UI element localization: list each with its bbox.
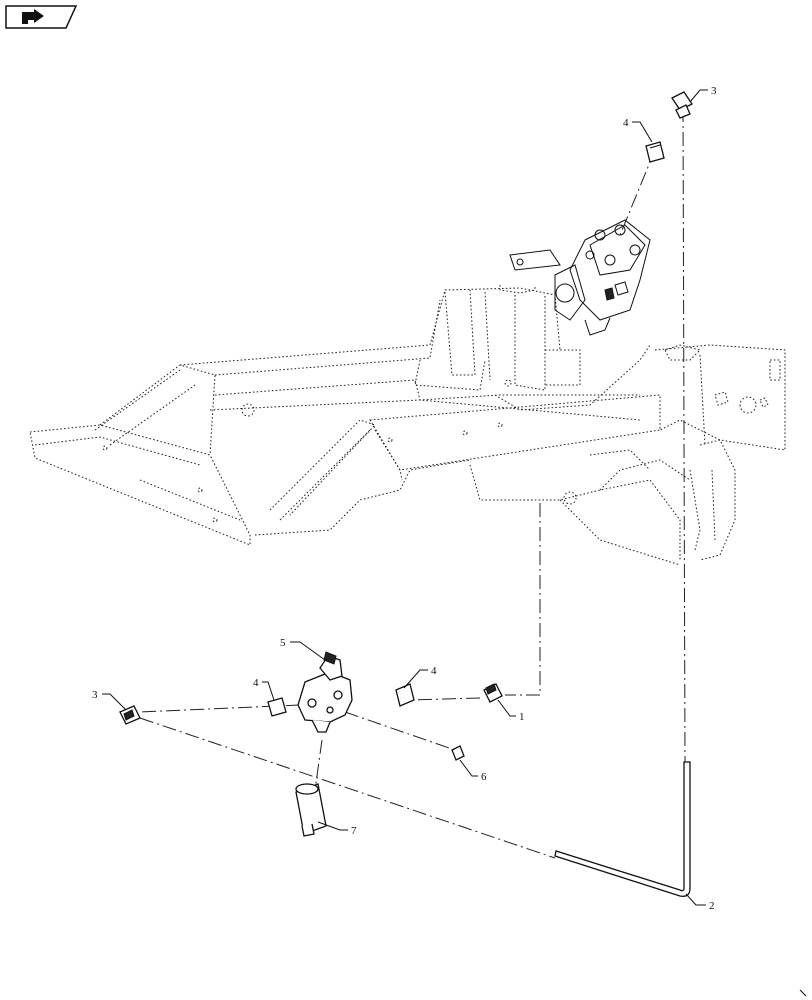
fitting-part-3-left: [119, 705, 141, 725]
fitting-part-1: [483, 683, 503, 703]
callout-4-top: 4: [623, 117, 629, 129]
callout-7: 7: [351, 825, 357, 837]
next-page-arrow-icon[interactable]: [4, 4, 78, 30]
callout-5: 5: [280, 637, 286, 649]
callout-leaders: [102, 89, 708, 906]
callout-4-right: 4: [431, 665, 437, 677]
callout-3-left: 3: [92, 689, 98, 701]
valve-part-5: [297, 651, 353, 733]
canister-part-7: [295, 783, 327, 837]
corner-tick: [799, 989, 807, 997]
callout-6: 6: [481, 771, 487, 783]
nut-part-4-mid: [267, 697, 287, 717]
fitting-part-3-top: [671, 91, 693, 119]
tube-part-2: [554, 761, 691, 897]
compressor-assembly: [509, 219, 651, 336]
plug-part-6: [451, 745, 465, 761]
routing-center-lines: [139, 107, 686, 859]
callout-4-mid: 4: [253, 677, 259, 689]
callout-1: 1: [519, 711, 525, 723]
chassis-frame: [29, 285, 786, 566]
callout-2: 2: [709, 900, 715, 912]
callout-3-top: 3: [711, 85, 717, 97]
nut-part-4-top: [645, 141, 665, 163]
